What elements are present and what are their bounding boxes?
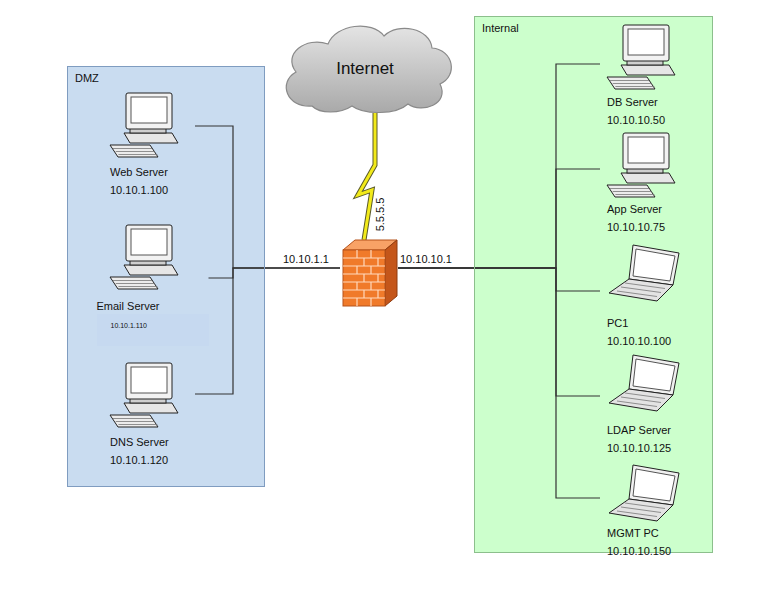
zone-label: Internal [482, 22, 519, 35]
internet-cloud: Internet [272, 18, 458, 116]
interface-ip: 10.10.10.1 [400, 253, 452, 266]
dmz-ground [67, 66, 265, 487]
bolt-outline [358, 113, 375, 240]
network-link [398, 268, 600, 291]
computer-icon [603, 23, 689, 91]
host-name: DB Server [607, 96, 658, 109]
host-name: DNS Server [110, 436, 169, 449]
ip-address: 10.10.1.110 [97, 314, 209, 346]
network-link [209, 268, 341, 278]
mgmt-pc: MGMT PC 10.10.10.150 [600, 461, 692, 558]
internal-zone: Internal DB Server 10.10.10.50App Server 10… [474, 16, 713, 553]
network-link [195, 126, 340, 268]
email-server: Email Server10.10.1.110 [90, 223, 209, 346]
ip-address: 10.10.10.75 [607, 221, 665, 234]
network-link [195, 268, 340, 394]
host-name: Email Server [97, 300, 160, 313]
ldap-server: LDAP Server 10.10.10.125 [600, 351, 692, 455]
app-server: App Server 10.10.10.75 [600, 131, 692, 234]
ip-address: 5.5.5.5 [374, 197, 387, 231]
computer-icon [106, 223, 192, 295]
ip-address: 10.10.1.100 [110, 184, 168, 197]
computer-icon [603, 131, 689, 198]
ip-address: 10.10.10.100 [607, 335, 671, 348]
host-name: Web Server [110, 166, 168, 179]
firewall: 5.5.5.5 [340, 238, 398, 308]
cloud-label: Internet [336, 59, 394, 79]
laptop-icon [603, 351, 689, 419]
computer-icon [106, 91, 192, 161]
host-name: PC1 [607, 317, 628, 330]
wan-link [358, 113, 375, 240]
network-link [398, 169, 600, 268]
dns-server: DNS Server 10.10.1.120 [103, 361, 195, 467]
cloud-outline [286, 26, 451, 112]
network-link [398, 268, 600, 498]
firewall-icon [340, 238, 398, 308]
db-server: DB Server 10.10.10.50 [600, 23, 692, 127]
ip-address: 10.10.10.125 [607, 442, 671, 455]
pc: PC1 10.10.10.100 [600, 241, 692, 348]
computer-icon [106, 361, 192, 431]
ip-address: 10.10.10.50 [607, 114, 665, 127]
laptop-icon [603, 461, 689, 522]
zone-label: DMZ [75, 72, 99, 85]
laptop-icon [603, 241, 689, 312]
ip-address: 10.10.1.120 [110, 454, 168, 467]
web-server: Web Server 10.10.1.100 [103, 91, 195, 197]
ip-address: 10.10.10.150 [607, 545, 671, 558]
interface-ip: 10.10.1.1 [283, 253, 329, 266]
host-name: MGMT PC [607, 527, 659, 540]
host-name: App Server [607, 203, 662, 216]
internal-ground [474, 16, 713, 553]
network-link [398, 268, 600, 396]
host-name: LDAP Server [607, 424, 671, 437]
dmz-zone: DMZWeb Server10.10.1.100Email Server10.1… [67, 66, 265, 487]
